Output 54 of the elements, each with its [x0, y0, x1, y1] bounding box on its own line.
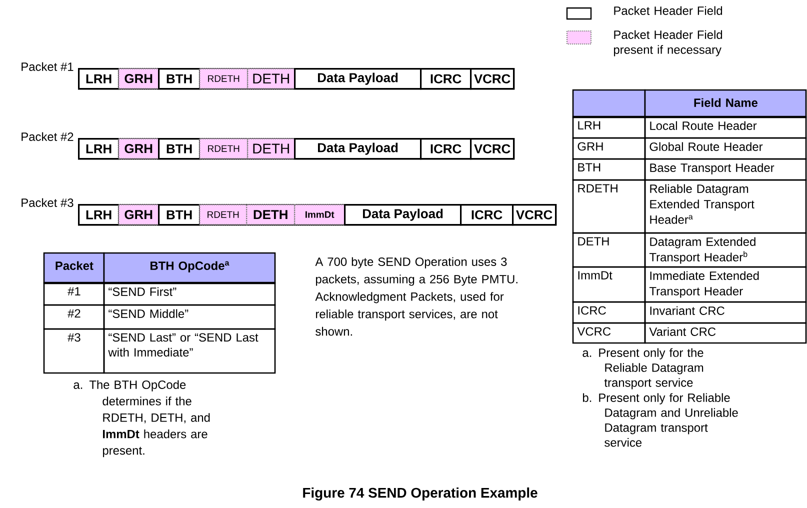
optional-header-field: GRH: [118, 68, 160, 90]
header-field: VCRC: [470, 68, 515, 90]
optional-header-field: RDETH: [199, 138, 248, 160]
header-field: LRH: [78, 138, 120, 160]
optional-header-field: DETH: [247, 68, 296, 90]
table-cell: Global Route Header: [644, 137, 807, 160]
table-cell: “SEND Middle”: [103, 304, 276, 330]
table-cell: #1: [43, 282, 105, 306]
note-text: A 700 byte SEND Operation uses 3 packets, assuming a 256 Byte PMTU. Acknowledgment Packets, used for reliable transport services, are not shown.: [315, 257, 518, 336]
optional-header-field: RDETH: [199, 68, 248, 90]
optional-header-field: RDETH: [199, 204, 248, 226]
table-cell: BTH: [572, 158, 646, 181]
node-label: Packet #1: [22, 62, 74, 71]
header-field: VCRC: [470, 138, 515, 160]
header-field: VCRC: [512, 204, 557, 226]
optional-header-field: GRH: [118, 138, 160, 160]
table-cell: Invariant CRC: [644, 301, 807, 324]
table-cell: RDETH: [572, 179, 646, 234]
footnote: a. The BTH OpCode determines if the RDETH, DETH, and ImmDt headers are present.: [74, 380, 210, 458]
optional-header-field: ImmDt: [294, 204, 346, 226]
header-field: BTH: [158, 68, 201, 90]
table-cell: Datagram Extended Transport Header$^{b}$: [644, 232, 807, 268]
legend-text: Packet Header Field: [614, 6, 722, 15]
header-field: LRH: [78, 68, 120, 90]
table-cell: VCRC: [572, 322, 646, 344]
table-cell: LRH: [572, 116, 646, 139]
header-field: BTH: [158, 204, 201, 226]
table-cell: DETH: [572, 232, 646, 268]
table-cell: #2: [43, 304, 105, 330]
header-field: ICRC: [420, 68, 472, 90]
footnote: b. Present only for Reliable Datagram and Unreliable Datagram transport service: [582, 393, 738, 447]
header-field: ICRC: [460, 204, 514, 226]
table-cell: Base Transport Header: [644, 158, 807, 181]
table-cell: ICRC: [572, 301, 646, 324]
node-label: Packet #2: [22, 132, 74, 141]
header-field: BTH: [158, 138, 201, 160]
optional-header-field: GRH: [118, 204, 160, 226]
header-cell: Packet: [43, 252, 105, 284]
table-cell: ImmDt: [572, 266, 646, 303]
table-cell: Reliable Datagram Extended Transport Header$^{a}$: [644, 179, 807, 234]
header-field: ICRC: [420, 138, 472, 160]
table-cell: Variant CRC: [644, 322, 807, 344]
table-cell: #3: [43, 328, 105, 374]
table-cell: Local Route Header: [644, 116, 807, 139]
table-cell: GRH: [572, 137, 646, 160]
optional-header-field: DETH: [246, 204, 296, 226]
table-cell: “SEND First”: [103, 282, 276, 306]
optional-header-field: DETH: [247, 138, 296, 160]
node-label: Packet #3: [22, 198, 74, 207]
table-cell: “SEND Last” or “SEND Last with Immediate”: [103, 328, 276, 374]
figure-caption: Figure 74 SEND Operation Example: [303, 487, 538, 501]
table-cell: Immediate Extended Transport Header: [644, 266, 807, 303]
legend-text: Packet Header Field present if necessary: [614, 30, 722, 56]
header-field: LRH: [78, 204, 120, 226]
